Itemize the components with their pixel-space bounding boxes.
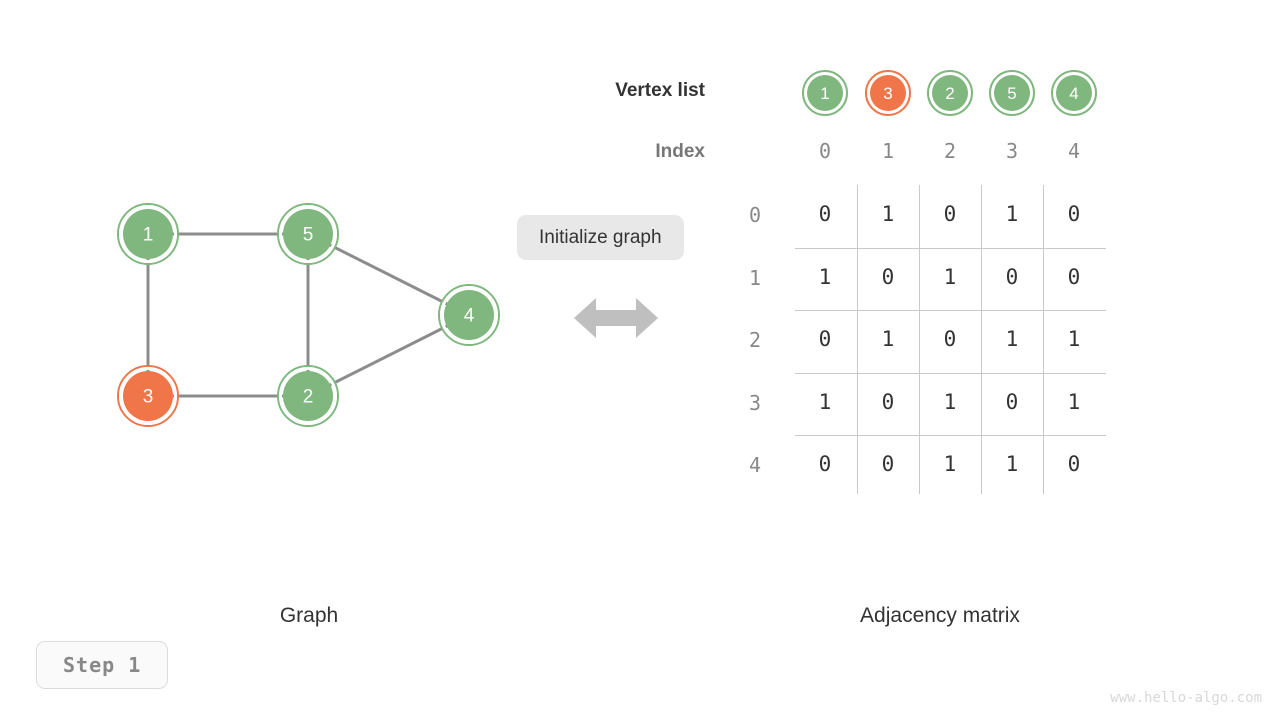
node-label: 5 bbox=[303, 225, 314, 246]
matrix-cell-0-1[interactable]: 1 bbox=[881, 202, 895, 226]
vertex-list-item-3[interactable]: 3 bbox=[865, 70, 911, 116]
double-arrow-icon bbox=[572, 290, 660, 351]
matrix-cell-3-3[interactable]: 0 bbox=[1005, 390, 1019, 414]
node-outer-ring bbox=[277, 203, 339, 265]
matrix-cell-2-2[interactable]: 0 bbox=[943, 327, 957, 351]
operation-label: Initialize graph bbox=[517, 215, 684, 260]
vertex-list-item-label: 4 bbox=[1056, 75, 1092, 111]
column-index-2: 2 bbox=[943, 139, 957, 163]
node-fill bbox=[283, 209, 333, 259]
node-white-ring bbox=[119, 205, 177, 263]
node-white-ring bbox=[279, 205, 337, 263]
matrix-cell-4-3[interactable]: 1 bbox=[1005, 452, 1019, 476]
graph-nodes: 1 5 4 3 2 bbox=[117, 203, 500, 427]
graph-node-1[interactable]: 1 bbox=[117, 203, 179, 265]
matrix-cell-2-1[interactable]: 1 bbox=[881, 327, 895, 351]
node-white-ring bbox=[279, 367, 337, 425]
matrix-cell-3-4[interactable]: 1 bbox=[1067, 390, 1081, 414]
row-index-1: 1 bbox=[748, 266, 762, 290]
matrix-grid-hline bbox=[795, 372, 1106, 374]
matrix-grid-hline bbox=[795, 247, 1106, 249]
matrix-cell-3-0[interactable]: 1 bbox=[818, 390, 832, 414]
vertex-list-item-label: 3 bbox=[870, 75, 906, 111]
matrix-cell-0-2[interactable]: 0 bbox=[943, 202, 957, 226]
watermark: www.hello-algo.com bbox=[1110, 690, 1262, 706]
node-outer-ring bbox=[438, 284, 500, 346]
vertex-list-item-4[interactable]: 4 bbox=[1051, 70, 1097, 116]
matrix-grid-vline bbox=[981, 185, 982, 494]
matrix-cell-2-3[interactable]: 1 bbox=[1005, 327, 1019, 351]
matrix-cell-2-4[interactable]: 1 bbox=[1067, 327, 1081, 351]
vertex-list-item-label: 2 bbox=[932, 75, 968, 111]
node-outer-ring bbox=[117, 365, 179, 427]
vertex-list-item-2[interactable]: 2 bbox=[927, 70, 973, 116]
matrix-cell-0-4[interactable]: 0 bbox=[1067, 202, 1081, 226]
matrix-cell-4-2[interactable]: 1 bbox=[943, 452, 957, 476]
matrix-cell-1-3[interactable]: 0 bbox=[1005, 265, 1019, 289]
matrix-cell-0-3[interactable]: 1 bbox=[1005, 202, 1019, 226]
matrix-cell-1-0[interactable]: 1 bbox=[818, 265, 832, 289]
matrix-cell-1-4[interactable]: 0 bbox=[1067, 265, 1081, 289]
matrix-cell-4-4[interactable]: 0 bbox=[1067, 452, 1081, 476]
column-index-0: 0 bbox=[818, 139, 832, 163]
matrix-cell-2-0[interactable]: 0 bbox=[818, 327, 832, 351]
vertex-list-item-5[interactable]: 5 bbox=[989, 70, 1035, 116]
matrix-grid-vline bbox=[856, 185, 858, 494]
column-index-1: 1 bbox=[881, 139, 895, 163]
matrix-grid-hline bbox=[795, 310, 1106, 311]
vertex-list-item-1[interactable]: 1 bbox=[802, 70, 848, 116]
index-label: Index bbox=[655, 141, 705, 162]
matrix-cell-4-1[interactable]: 0 bbox=[881, 452, 895, 476]
node-label: 4 bbox=[464, 306, 475, 327]
matrix-cell-1-2[interactable]: 1 bbox=[943, 265, 957, 289]
row-index-2: 2 bbox=[748, 328, 762, 352]
node-fill bbox=[123, 209, 173, 259]
node-fill bbox=[123, 371, 173, 421]
node-label: 3 bbox=[143, 387, 154, 408]
node-white-ring bbox=[440, 286, 498, 344]
column-index-3: 3 bbox=[1005, 139, 1019, 163]
row-index-3: 3 bbox=[748, 391, 762, 415]
node-label: 2 bbox=[303, 387, 314, 408]
node-fill bbox=[283, 371, 333, 421]
graph-caption: Graph bbox=[279, 604, 339, 627]
row-index-4: 4 bbox=[748, 453, 762, 477]
graph-node-2[interactable]: 2 bbox=[277, 365, 339, 427]
matrix-cell-1-1[interactable]: 0 bbox=[881, 265, 895, 289]
graph-node-4[interactable]: 4 bbox=[438, 284, 500, 346]
node-fill bbox=[444, 290, 494, 340]
matrix-grid-vline bbox=[919, 185, 920, 494]
matrix-grid-hline bbox=[795, 435, 1106, 436]
vertex-list-item-label: 1 bbox=[807, 75, 843, 111]
node-outer-ring bbox=[117, 203, 179, 265]
matrix-cell-0-0[interactable]: 0 bbox=[818, 202, 832, 226]
matrix-cell-4-0[interactable]: 0 bbox=[818, 452, 832, 476]
vertex-list-label: Vertex list bbox=[615, 80, 705, 101]
node-outer-ring bbox=[277, 365, 339, 427]
graph-svg: 1 5 4 3 2 bbox=[117, 203, 500, 427]
step-badge: Step 1 bbox=[36, 641, 169, 689]
graph-node-5[interactable]: 5 bbox=[277, 203, 339, 265]
vertex-list-item-label: 5 bbox=[994, 75, 1030, 111]
graph-panel: 1 5 4 3 2 bbox=[0, 0, 520, 640]
graph-node-3[interactable]: 3 bbox=[117, 365, 179, 427]
node-label: 1 bbox=[143, 225, 154, 246]
column-index-4: 4 bbox=[1067, 139, 1081, 163]
matrix-cell-3-2[interactable]: 1 bbox=[943, 390, 957, 414]
row-index-0: 0 bbox=[748, 203, 762, 227]
node-white-ring bbox=[119, 367, 177, 425]
matrix-grid-vline bbox=[1043, 185, 1044, 494]
matrix-caption: Adjacency matrix bbox=[860, 604, 1020, 627]
matrix-cell-3-1[interactable]: 0 bbox=[881, 390, 895, 414]
